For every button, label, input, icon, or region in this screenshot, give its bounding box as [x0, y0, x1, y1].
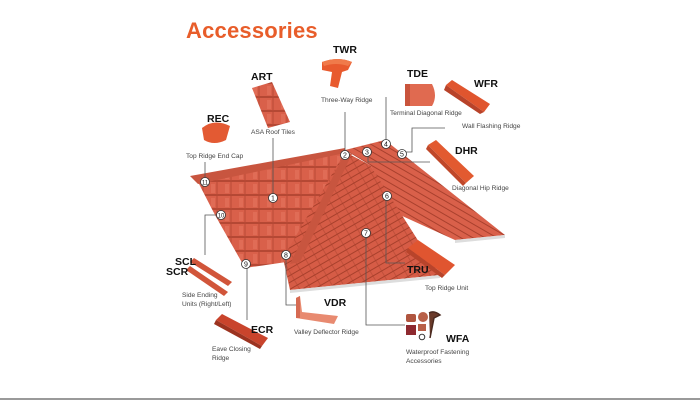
accessory-vdr-icon [296, 296, 338, 324]
code-scr: SCR [166, 266, 189, 278]
svg-text:3: 3 [365, 150, 369, 157]
code-tru: TRU [407, 264, 429, 276]
label-wfa-2: Accessories [406, 358, 442, 365]
svg-text:10: 10 [218, 214, 225, 220]
page-title: Accessories [186, 18, 318, 43]
svg-text:2: 2 [343, 153, 347, 160]
code-twr: TWR [333, 44, 357, 56]
accessory-tde-icon [405, 84, 435, 106]
code-art: ART [251, 71, 273, 83]
code-dhr: DHR [455, 145, 478, 157]
code-scl: SCL [175, 256, 196, 268]
label-side-ending-1: Side Ending [182, 292, 218, 299]
accessory-wfr-icon [444, 80, 490, 114]
label-twr: Three-Way Ridge [321, 97, 373, 104]
svg-text:5: 5 [400, 152, 404, 159]
label-ecr-2: Ridge [212, 355, 230, 362]
accessory-dhr-icon [426, 140, 474, 186]
code-vdr: VDR [324, 297, 347, 309]
code-tde: TDE [407, 68, 428, 80]
accessory-wfa-icon [406, 311, 442, 341]
leader-lines [204, 97, 445, 326]
label-ecr-1: Eave Closing [212, 346, 251, 353]
label-dhr: Diagonal Hip Ridge [452, 185, 509, 192]
code-rec: REC [207, 113, 230, 125]
svg-text:4: 4 [384, 142, 388, 149]
accessory-ecr-icon [214, 314, 268, 349]
label-tru: Top Ridge Unit [425, 285, 469, 292]
code-wfr: WFR [474, 78, 498, 90]
label-art: ASA Roof Tiles [251, 129, 295, 136]
label-side-ending-2: Units (Right/Left) [182, 301, 232, 308]
label-wfr: Wall Flashing Ridge [462, 123, 521, 130]
svg-text:9: 9 [244, 262, 248, 269]
svg-text:11: 11 [202, 181, 209, 187]
svg-text:6: 6 [385, 194, 389, 201]
label-rec: Top Ridge End Cap [186, 153, 244, 160]
svg-text:1: 1 [271, 196, 275, 203]
accessory-art-icon [252, 82, 290, 128]
code-wfa: WFA [446, 333, 470, 345]
bottom-divider [0, 398, 700, 400]
accessory-rec-icon [202, 122, 230, 143]
callout-markers: 1 2 3 4 5 6 7 8 9 10 11 [200, 139, 407, 269]
accessory-tru-icon [406, 240, 455, 278]
label-tde: Terminal Diagonal Ridge [390, 110, 462, 117]
code-ecr: ECR [251, 324, 274, 336]
svg-text:7: 7 [364, 231, 368, 238]
label-wfa-1: Waterproof Fastening [406, 349, 470, 356]
label-vdr: Valley Deflector Ridge [294, 329, 359, 336]
svg-text:8: 8 [284, 253, 288, 260]
roof-front-plane [283, 152, 440, 293]
roof-right-plane [345, 140, 505, 243]
accessory-scl-scr-icon [186, 258, 232, 296]
accessory-twr-icon [322, 59, 352, 88]
